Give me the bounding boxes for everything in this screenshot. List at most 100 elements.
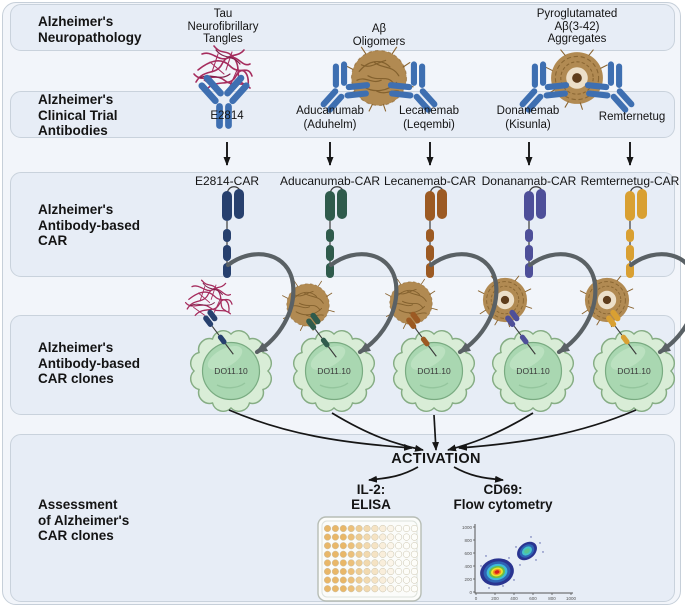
elisa-well — [323, 559, 332, 567]
elisa-well — [371, 559, 379, 567]
car-label-remternetug: Remternetug-CAR — [580, 174, 680, 188]
flow-plot-axes — [474, 524, 573, 594]
converge-line-donanemab — [447, 412, 534, 452]
elisa-well — [410, 576, 418, 584]
elisa-well — [379, 576, 387, 584]
elisa-well — [355, 533, 363, 541]
pyroglutamate-aggregate-icon — [545, 49, 609, 110]
mini-aggregate-icon-donanemab — [477, 275, 533, 328]
elisa-well — [339, 576, 347, 584]
elisa-well — [402, 576, 411, 584]
elisa-well — [410, 567, 418, 576]
elisa-well — [410, 559, 418, 567]
elisa-well — [371, 542, 379, 550]
elisa-well — [387, 559, 395, 567]
flow-y-tick: 0 — [469, 590, 472, 595]
elisa-well — [395, 567, 403, 576]
car-label-lecanemab: Lecanemab-CAR — [383, 174, 477, 188]
elisa-well — [371, 585, 379, 593]
elisa-well — [339, 550, 347, 558]
row-label-car: Alzheimer's Antibody-based CAR — [38, 202, 141, 249]
elisa-well — [347, 533, 355, 541]
elisa-well — [355, 550, 363, 558]
elisa-well — [363, 559, 371, 567]
capture-arrow-donanemab — [527, 252, 598, 355]
elisa-well — [371, 576, 379, 584]
elisa-well — [363, 542, 371, 550]
elisa-well — [347, 524, 355, 533]
elisa-well — [355, 559, 363, 567]
elisa-well — [363, 550, 371, 558]
elisa-well — [402, 585, 411, 593]
elisa-well — [395, 550, 403, 558]
elisa-well — [379, 567, 387, 576]
clone-label-donanemab: DO11.10 — [516, 366, 550, 376]
elisa-well — [402, 567, 411, 576]
abeta-oligomer-icon — [345, 46, 414, 112]
elisa-well — [395, 576, 403, 584]
elisa-well — [331, 585, 339, 593]
elisa-well — [331, 576, 339, 584]
elisa-well — [323, 542, 332, 550]
car-pillar-donanemab — [523, 186, 547, 279]
elisa-well — [379, 585, 387, 593]
elisa-well — [355, 524, 363, 533]
elisa-well — [331, 542, 339, 550]
elisa-well — [347, 576, 355, 584]
elisa-well — [347, 550, 355, 558]
pathology-label-tau: Tau Neurofibrillary Tangles — [187, 8, 259, 46]
panel-neuropathology — [10, 4, 675, 51]
clone-label-remternetug: DO11.10 — [617, 366, 651, 376]
capture-arrow-lecanemab — [428, 252, 499, 355]
capture-arrow-remternetug — [628, 252, 685, 355]
flow-x-tick: 0 — [475, 596, 478, 601]
elisa-well — [347, 567, 355, 576]
elisa-well — [363, 585, 371, 593]
flow-y-tick: 200 — [464, 577, 472, 582]
flow-density-layer — [494, 570, 500, 574]
flow-y-tick: 800 — [464, 538, 472, 543]
elisa-well — [339, 585, 347, 593]
elisa-well — [331, 550, 339, 558]
activation-branch-left — [368, 466, 419, 483]
elisa-well — [331, 524, 339, 533]
elisa-well — [339, 533, 347, 541]
elisa-well — [379, 550, 387, 558]
antibody-label-aducanumab: Aducanumab (Aduhelm) — [296, 105, 364, 131]
elisa-well — [371, 524, 379, 533]
elisa-well — [363, 576, 371, 584]
elisa-well — [379, 559, 387, 567]
converge-line-e2814 — [228, 409, 413, 451]
elisa-well — [339, 567, 347, 576]
elisa-plate — [317, 516, 422, 602]
clone-label-e2814: DO11.10 — [214, 366, 248, 376]
elisa-well — [402, 533, 411, 541]
capture-arrow-e2814 — [225, 252, 296, 355]
converge-line-remternetug — [458, 409, 637, 451]
elisa-well — [323, 550, 332, 558]
elisa-well — [387, 567, 395, 576]
elisa-well — [379, 542, 387, 550]
elisa-well — [395, 542, 403, 550]
elisa-well — [387, 533, 395, 541]
elisa-well — [355, 542, 363, 550]
elisa-well — [355, 576, 363, 584]
elisa-well — [323, 533, 332, 541]
car-pillar-remternetug — [624, 186, 648, 279]
flow-y-tick: 600 — [464, 551, 472, 556]
elisa-well — [387, 524, 395, 533]
flow-x-tick: 400 — [510, 596, 518, 601]
flow-x-tick: 800 — [548, 596, 556, 601]
il2-elisa-label: IL-2: ELISA — [351, 482, 391, 513]
car-label-e2814: E2814-CAR — [194, 174, 260, 188]
elisa-well — [387, 542, 395, 550]
elisa-well — [410, 550, 418, 558]
elisa-well — [323, 524, 332, 533]
elisa-well — [371, 567, 379, 576]
elisa-well — [323, 567, 332, 576]
elisa-well — [331, 559, 339, 567]
activation-branch-right — [453, 466, 504, 483]
elisa-well — [339, 524, 347, 533]
capture-arrow-aducanumab — [328, 252, 399, 355]
